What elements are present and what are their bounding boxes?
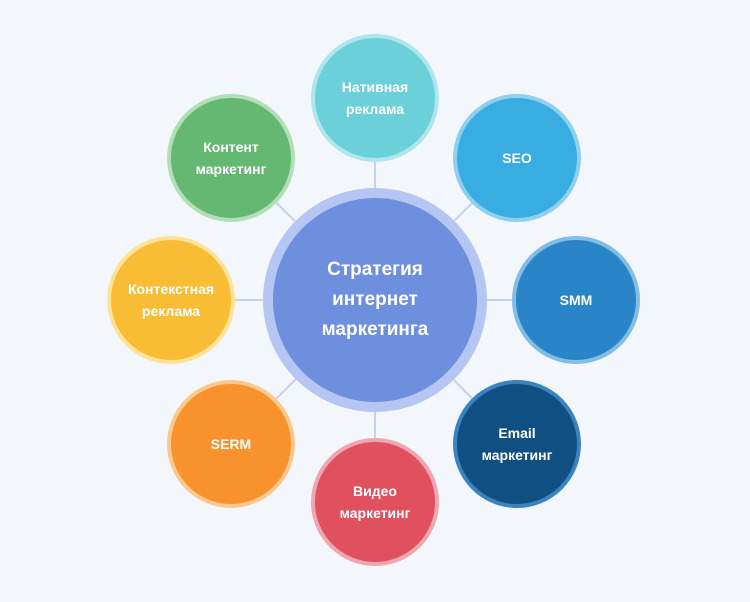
connector-serm: [275, 378, 297, 400]
node-serm: SERM: [167, 380, 295, 508]
connector-seo: [453, 202, 473, 222]
center-node: Стратегия интернет маркетинга: [263, 188, 487, 412]
connector-email: [452, 378, 473, 400]
node-email-marketing: Email маркетинг: [453, 380, 581, 508]
node-seo: SEO: [453, 94, 581, 222]
node-native-ads: Нативная реклама: [311, 34, 439, 162]
node-context-ads: Контекстная реклама: [107, 236, 235, 364]
center-label: Стратегия интернет маркетинга: [273, 198, 477, 402]
node-video-marketing: Видео маркетинг: [311, 438, 439, 566]
connector-content: [275, 202, 297, 223]
node-smm: SMM: [512, 236, 640, 364]
node-content-marketing: Контент маркетинг: [167, 94, 295, 222]
